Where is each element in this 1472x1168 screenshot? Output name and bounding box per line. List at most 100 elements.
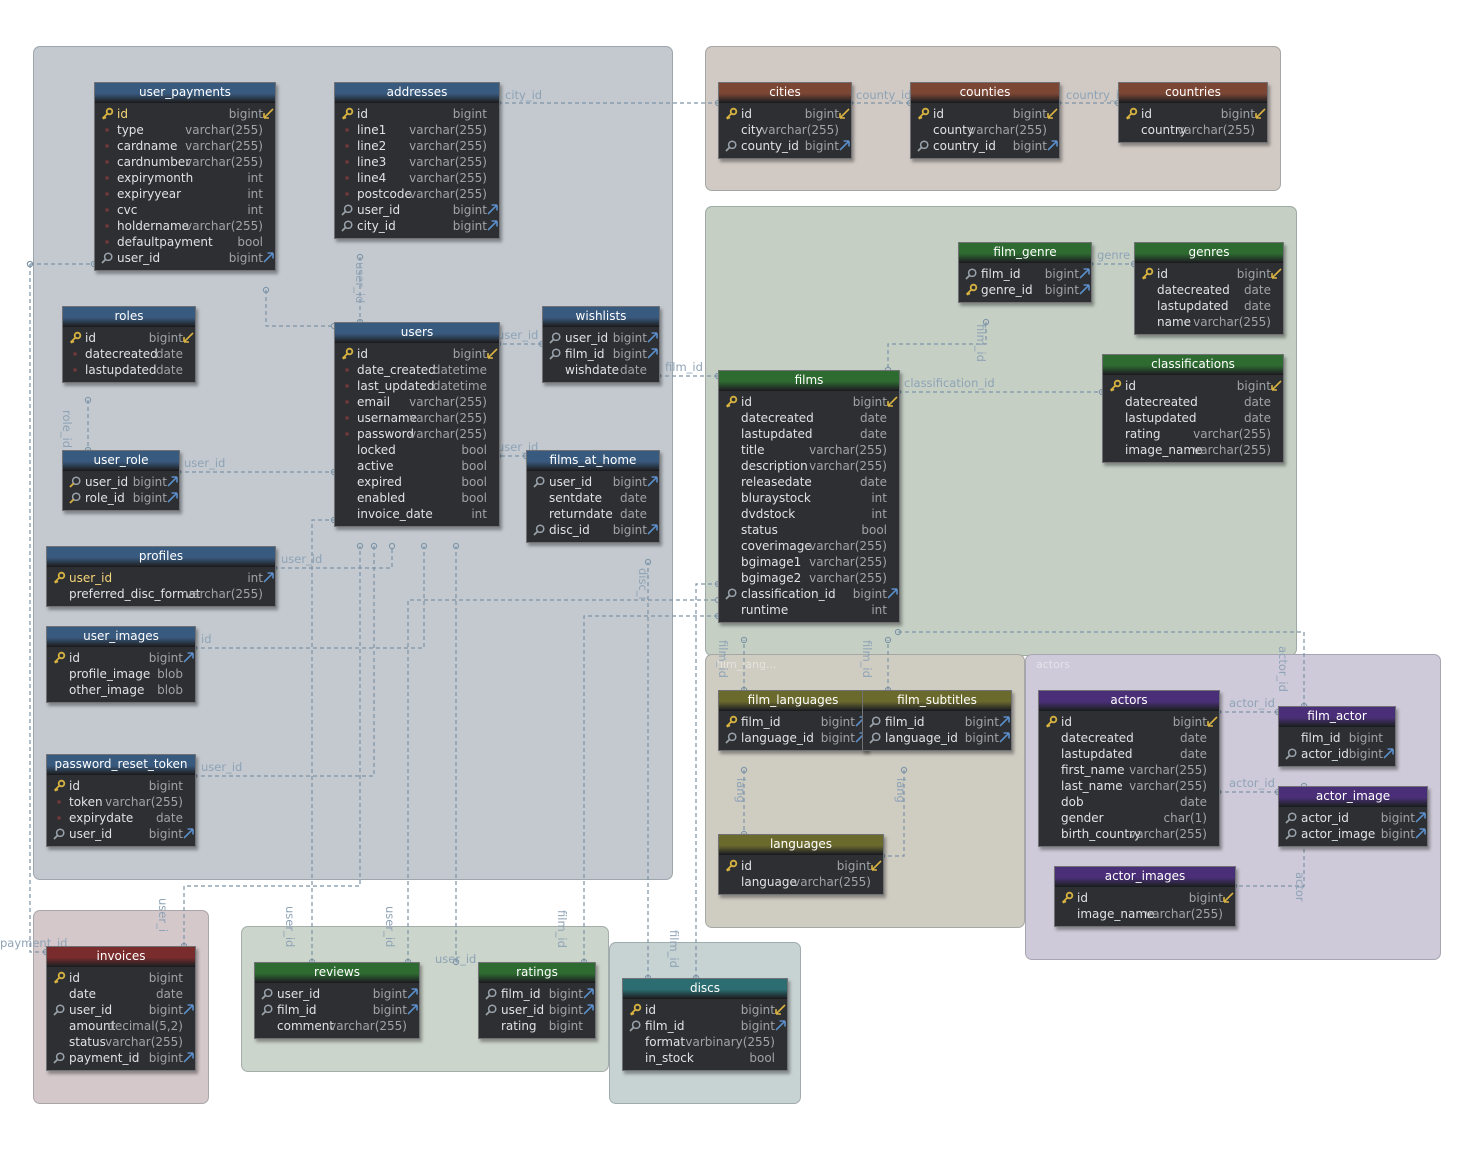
- table-header[interactable]: actor_image: [1279, 787, 1427, 807]
- table-header[interactable]: genres: [1135, 243, 1283, 263]
- table-header[interactable]: films_at_home: [527, 451, 659, 471]
- table-header[interactable]: counties: [911, 83, 1059, 103]
- table-header[interactable]: cities: [719, 83, 851, 103]
- table-header[interactable]: reviews: [255, 963, 419, 983]
- table-header[interactable]: user_payments: [95, 83, 275, 103]
- table-header[interactable]: actors: [1039, 691, 1219, 711]
- table-header[interactable]: actor_images: [1055, 867, 1235, 887]
- table-header[interactable]: film_languages: [719, 691, 867, 711]
- table-header[interactable]: roles: [63, 307, 195, 327]
- table-header[interactable]: user_role: [63, 451, 179, 471]
- table-header[interactable]: users: [335, 323, 499, 343]
- table-header[interactable]: countries: [1119, 83, 1267, 103]
